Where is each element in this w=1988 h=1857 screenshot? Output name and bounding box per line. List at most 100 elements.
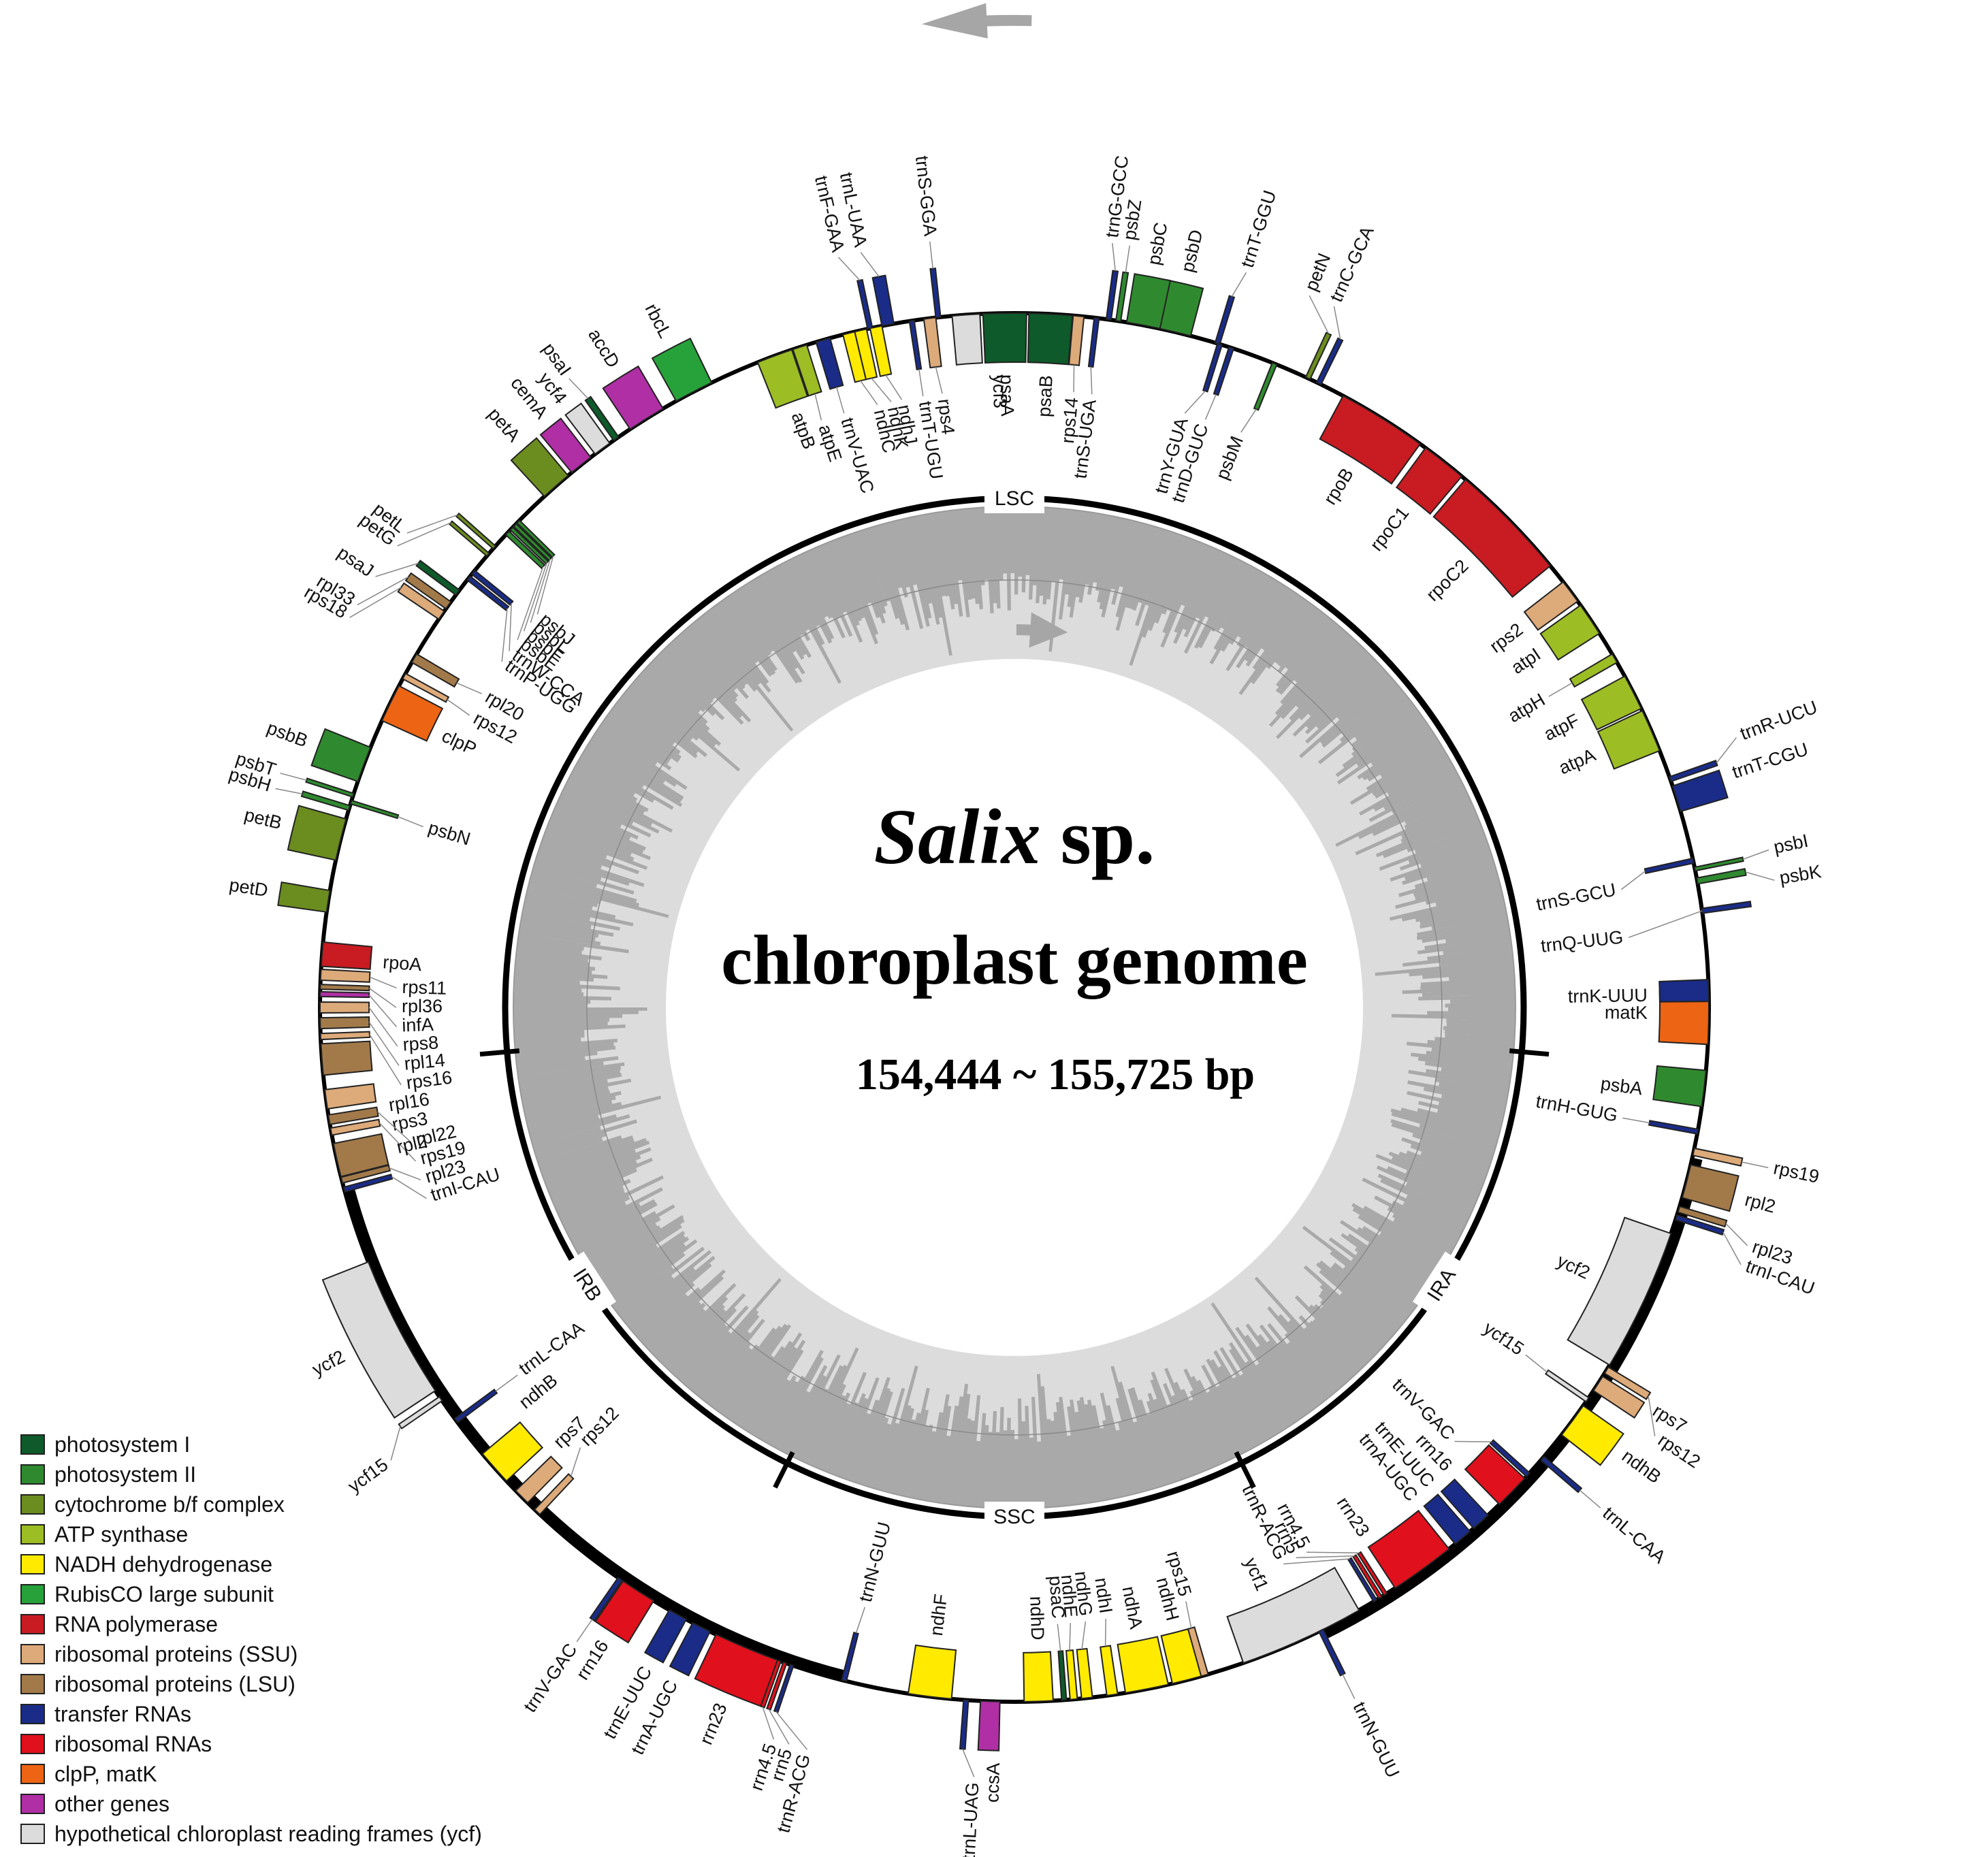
gene-label: psaA: [997, 374, 1018, 417]
gene-psaa: [982, 312, 1027, 364]
legend-swatch: [20, 1764, 45, 1784]
gene-label: ycf2: [1554, 1250, 1593, 1283]
legend-swatch: [20, 1734, 45, 1754]
outer-arrow-head: [921, 3, 988, 39]
gene-trnh-gug: [1648, 1120, 1699, 1135]
gene-label: rrn23: [696, 1700, 731, 1748]
gene-label: trnH-GUG: [1535, 1091, 1620, 1126]
gene-label: ycf1: [1240, 1555, 1272, 1594]
inner-arrow-head: [1029, 612, 1068, 648]
legend-swatch: [20, 1644, 45, 1664]
gene-label: psaC: [1045, 1575, 1068, 1619]
gene-psbz: [1115, 271, 1129, 323]
gene-trnp-ugg: [466, 575, 510, 611]
gene-label: rpl14: [403, 1050, 446, 1074]
gene-psbi: [1693, 856, 1744, 872]
gene-leader-line: [1741, 1161, 1769, 1169]
gene-rrn5: [1352, 1554, 1383, 1600]
gene-rpl20: [411, 653, 460, 688]
gene-ycf2: [1567, 1216, 1672, 1366]
gene-rpoa: [320, 941, 373, 970]
gene-leader-line: [568, 378, 589, 400]
gene-label: rrn23: [1333, 1493, 1374, 1540]
gene-leader-line: [1306, 1551, 1360, 1554]
gene-trnt-ugu: [908, 319, 923, 371]
gene-trnv-uac: [815, 337, 844, 390]
gene-leader-line: [1184, 390, 1206, 414]
gene-label: matK: [1605, 1002, 1648, 1023]
gene-leader-line: [762, 1707, 775, 1740]
gene-leader-line: [1745, 871, 1775, 881]
gene-label: rps4: [934, 398, 959, 436]
gene-rps2: [1523, 581, 1579, 631]
legend-swatch: [20, 1434, 45, 1455]
ira-outer-band: [1320, 1157, 1703, 1640]
legend-item-ndh: NADH dehydrogenase: [20, 1549, 482, 1579]
gene-label: rpoC1: [1366, 503, 1413, 555]
gene-clpp: [381, 685, 444, 742]
gene-leader-line: [1185, 1601, 1192, 1628]
gene-ycf15: [398, 1395, 443, 1430]
gene-leader-line: [1722, 1231, 1742, 1265]
gene-leader-line: [523, 562, 548, 632]
gene-rps7: [515, 1455, 563, 1504]
gc-content-ring: [513, 506, 1516, 1509]
gene-trni-cau: [342, 1174, 394, 1193]
gene-leader-line: [368, 1007, 398, 1047]
gene-ycf3: [951, 313, 983, 366]
legend-item-rbc: RubisCO large subunit: [20, 1579, 482, 1609]
gene-trnt-ggu: [1214, 295, 1236, 345]
gene-leader-line: [1579, 1489, 1601, 1508]
gene-leader-line: [369, 1034, 402, 1086]
gene-rpl22: [327, 1106, 379, 1126]
gene-trne-uuc: [643, 1609, 688, 1664]
gene-label: psbB: [264, 717, 310, 752]
gene-leader-line: [447, 699, 470, 716]
gene-leader-line: [918, 369, 924, 397]
gene-trna-ugc: [669, 1621, 711, 1677]
gene-leader-line: [860, 380, 878, 405]
gene-leader-line: [397, 522, 451, 547]
gene-label: atpI: [1507, 644, 1544, 678]
gene-leader-line: [398, 816, 423, 828]
gene-rrn23: [694, 1633, 779, 1707]
gene-label: atpF: [1541, 710, 1583, 745]
gene-label: trnK-UUU: [1568, 985, 1648, 1007]
gene-leader-line: [835, 387, 845, 414]
legend-swatch: [20, 1704, 45, 1724]
gene-leader-line: [390, 1426, 401, 1461]
gene-atpf: [1580, 675, 1642, 731]
gene-leader-line: [530, 559, 551, 623]
gene-ndhj: [869, 325, 893, 377]
gene-label: ndhB: [1618, 1446, 1665, 1488]
gene-rpl36: [319, 984, 370, 992]
gene-label: rps7: [1649, 1400, 1690, 1436]
gene-label: rpoA: [382, 952, 422, 975]
gene-trnv-gac: [1489, 1439, 1531, 1478]
legend-label: transfer RNAs: [54, 1701, 191, 1726]
gene-label: ndhA: [1119, 1585, 1147, 1631]
gene-leader-line: [1081, 1621, 1087, 1649]
gene-psbc: [1125, 273, 1172, 329]
gene-petb: [287, 805, 347, 861]
gene-trnl-uag: [959, 1699, 969, 1750]
gc-midline: [586, 579, 1443, 1436]
gene-psaj: [415, 560, 461, 596]
legend-label: ribosomal RNAs: [54, 1731, 212, 1756]
gene-leader-line: [1648, 1395, 1656, 1436]
gene-trns-gga: [929, 268, 942, 319]
legend-swatch: [20, 1614, 45, 1634]
legend-label: NADH dehydrogenase: [54, 1551, 273, 1577]
legend-item-clp: clpP, matK: [20, 1759, 482, 1789]
gene-petd: [277, 881, 331, 913]
gene-label: ndhF: [926, 1593, 951, 1637]
legend-label: ribosomal proteins (LSU): [54, 1671, 295, 1696]
legend-label: cytochrome b/f complex: [54, 1491, 285, 1517]
region-lsc: LSC: [984, 483, 1044, 513]
legend-label: hypothetical chloroplast reading frames …: [54, 1821, 482, 1846]
gene-trnl-caa: [453, 1388, 498, 1423]
gene-label: psbC: [1144, 221, 1172, 267]
gene-trnk-uuu: [1658, 979, 1710, 1003]
gene-ycf15: [1544, 1369, 1590, 1403]
gene-ccsa: [977, 1700, 1001, 1751]
